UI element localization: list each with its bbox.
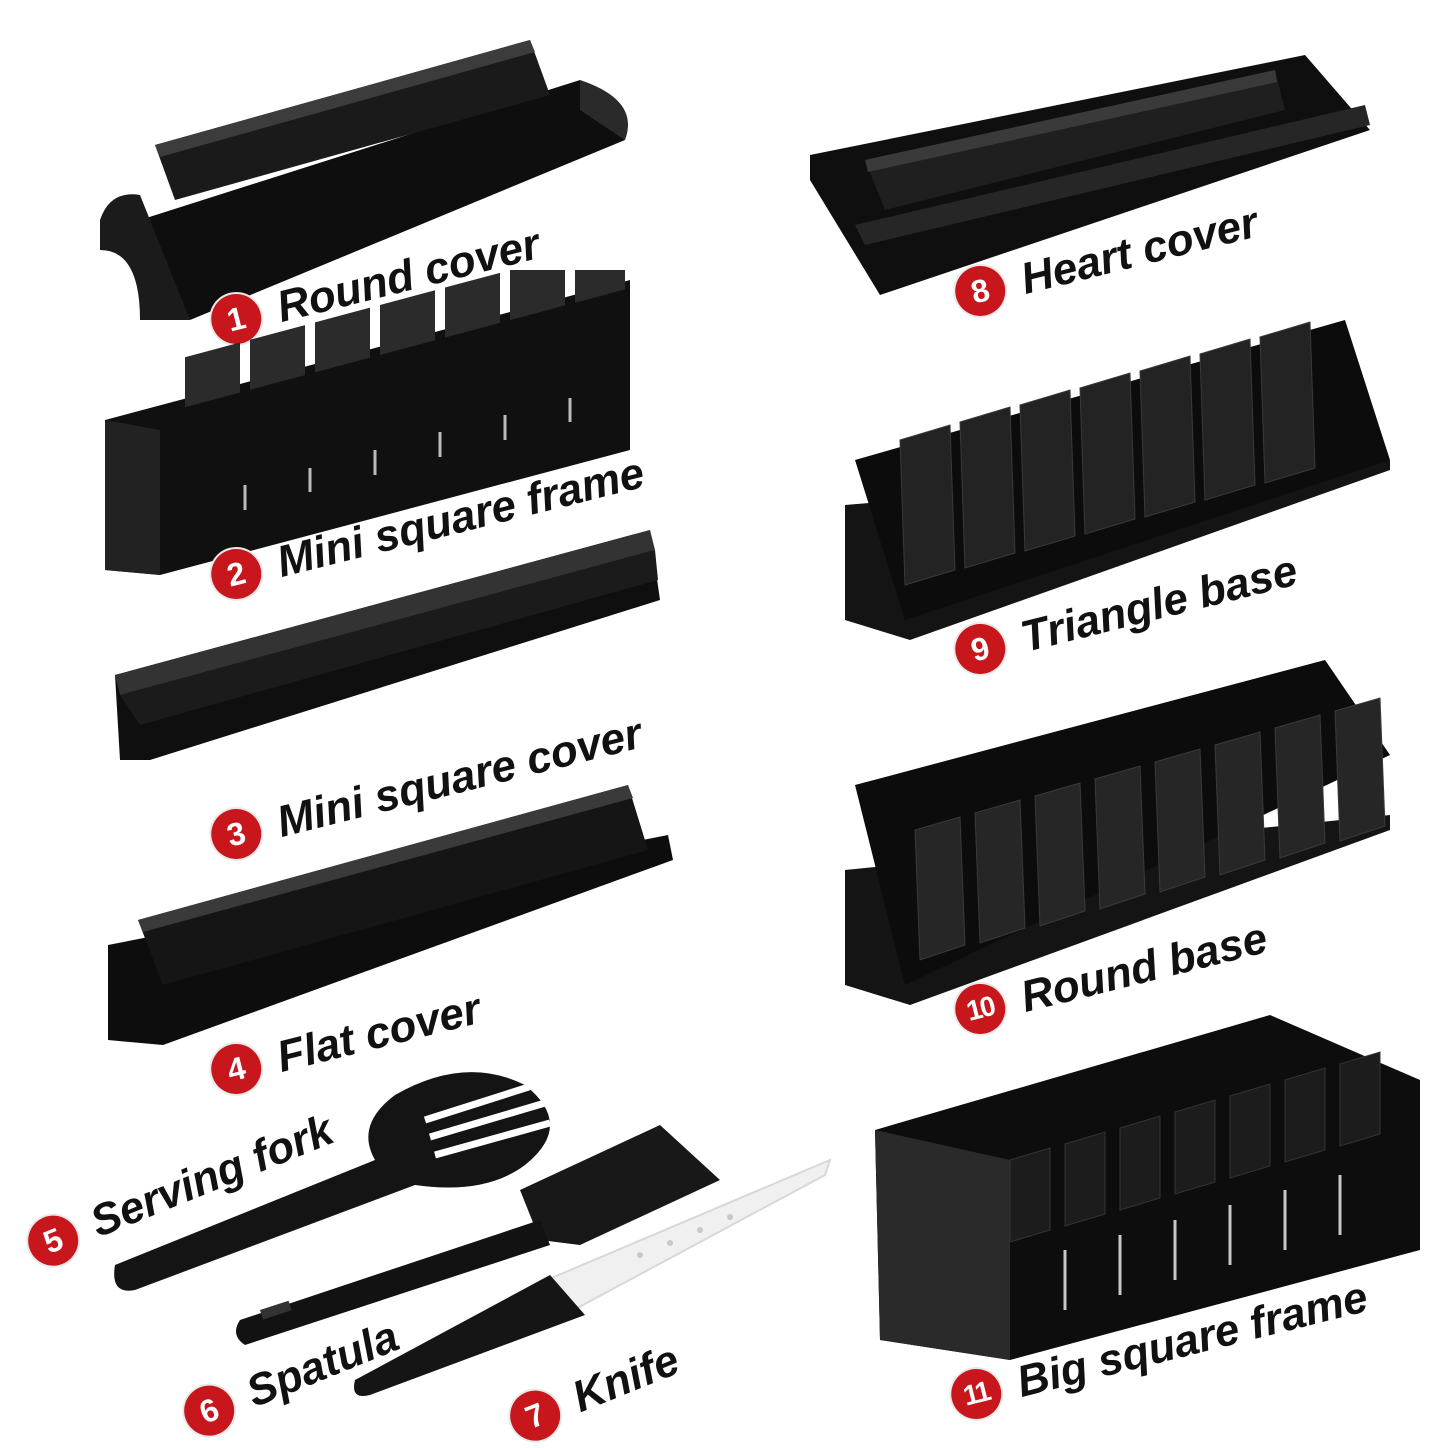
serving-fork-image (105, 1065, 565, 1305)
mini-square-frame-image (100, 239, 640, 580)
flat-cover-image (108, 780, 678, 1050)
round-cover-image (80, 20, 640, 320)
number-badge: 6 (176, 1378, 242, 1444)
mini-square-cover-image (110, 520, 660, 770)
knife-image (350, 1155, 840, 1405)
big-square-frame-image (870, 1010, 1425, 1360)
heart-cover-image (805, 50, 1375, 300)
number-badge: 11 (945, 1363, 1007, 1425)
triangle-base-image (845, 310, 1395, 640)
number-badge: 5 (20, 1208, 86, 1274)
spatula-image (230, 1120, 730, 1350)
round-base-image (845, 655, 1395, 1005)
